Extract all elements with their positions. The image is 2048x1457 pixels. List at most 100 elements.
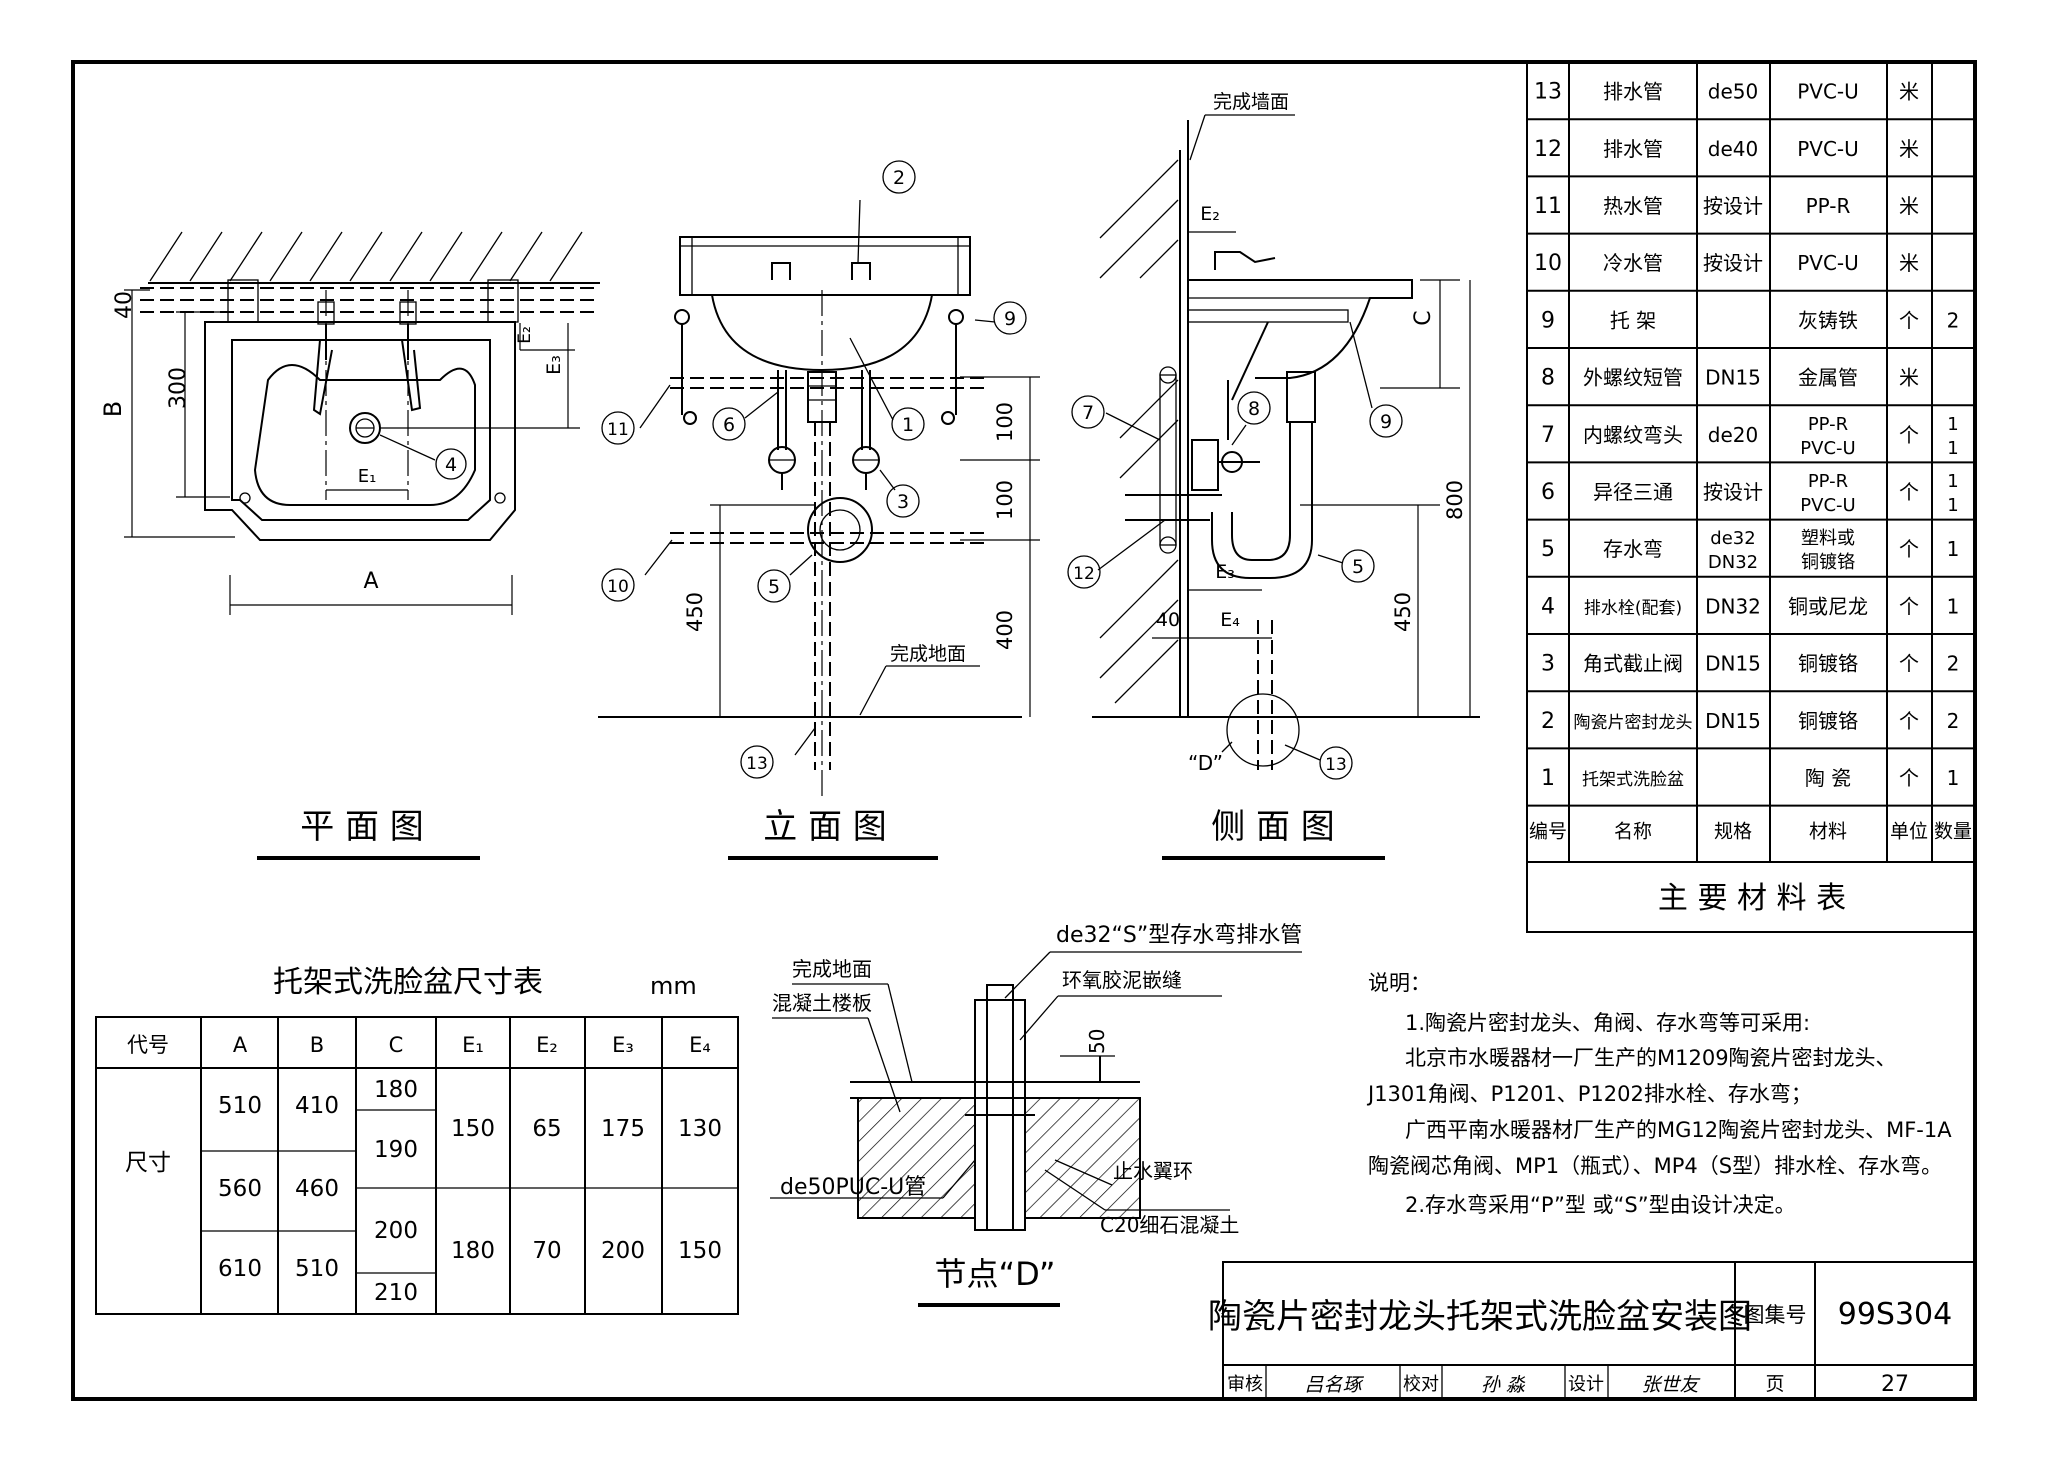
material-cell-no-8: 8 (1541, 366, 1555, 391)
size-header-2: B (310, 1033, 324, 1057)
material-cell-unit-12: 米 (1899, 137, 1919, 161)
size-header-1: A (233, 1033, 248, 1057)
material-cell-spec-12: de40 (1708, 137, 1758, 161)
material-cell-material-13: PVC-U (1797, 80, 1859, 104)
side-dim-800: 800 (1443, 480, 1467, 520)
material-cell-material-5-0: 塑料或 (1801, 528, 1855, 549)
material-cell-material-7-1: PVC-U (1800, 438, 1855, 459)
detail-pipe-label: de50PUC-U管 (780, 1175, 926, 1200)
size-C-2: 200 (374, 1218, 418, 1244)
material-cell-name-8: 外螺纹短管 (1583, 366, 1683, 390)
material-cell-material-2: 铜镀铬 (1798, 709, 1858, 733)
notes-line-2: 北京市水暖器材一厂生产的M1209陶瓷片密封龙头、 (1405, 1046, 1897, 1070)
callout-5-side: 5 (1352, 556, 1364, 578)
side-dim-E3: E₃ (1215, 561, 1235, 583)
size-A-1: 560 (218, 1176, 262, 1202)
material-cell-spec-8: DN15 (1705, 366, 1761, 390)
material-cell-name-11: 热水管 (1603, 194, 1663, 218)
review-label: 审核 (1227, 1374, 1263, 1395)
material-cell-unit-10: 米 (1899, 251, 1919, 275)
notes-heading: 说明： (1368, 971, 1431, 995)
detail-trap-pipe-label: de32“S”型存水弯排水管 (1056, 923, 1302, 948)
material-cell-spec-5-0: de32 (1710, 528, 1755, 549)
material-cell-no-1: 1 (1541, 766, 1555, 791)
detail-slab-label: 混凝土楼板 (772, 991, 872, 1015)
material-cell-material-1: 陶 瓷 (1805, 766, 1851, 790)
material-cell-no-3: 3 (1541, 652, 1555, 677)
material-cell-name-6: 异径三通 (1593, 480, 1673, 504)
elevation-dim-100b: 100 (993, 480, 1017, 520)
size-E3-1: 200 (601, 1238, 645, 1264)
elevation-callouts: 2 9 1 11 6 3 10 5 13 (601, 160, 1027, 779)
material-cell-no-4: 4 (1541, 594, 1555, 619)
notes-line-3: J1301角阀、P1201、P1202排水栓、存水弯； (1366, 1082, 1812, 1106)
material-header-1: 名称 (1614, 821, 1652, 843)
material-cell-qty-4: 1 (1947, 594, 1960, 618)
material-cell-spec-6: 按设计 (1703, 480, 1763, 504)
material-cell-unit-5: 个 (1899, 537, 1919, 561)
page-label: 页 (1765, 1373, 1784, 1395)
size-header-3: C (389, 1033, 404, 1057)
material-cell-unit-2: 个 (1899, 709, 1919, 733)
material-cell-name-3: 角式截止阀 (1583, 652, 1683, 676)
elevation-view: 完成地面 100 100 400 450 2 9 1 (598, 160, 1040, 860)
material-cell-unit-7: 个 (1899, 423, 1919, 447)
material-cell-unit-9: 个 (1899, 308, 1919, 332)
size-header-7: E₄ (689, 1033, 711, 1057)
design-signature: 张世友 (1641, 1374, 1700, 1396)
material-cell-qty-7-1: 1 (1947, 438, 1958, 459)
plan-dim-A: A (363, 569, 378, 594)
material-cell-name-9: 托 架 (1610, 308, 1656, 332)
callout-4: 4 (445, 454, 457, 476)
detail-epoxy-label: 环氧胶泥嵌缝 (1062, 968, 1182, 992)
side-dim-E4: E₄ (1220, 609, 1240, 631)
notes-line-6: 2.存水弯采用“P”型 或“S”型由设计决定。 (1405, 1193, 1796, 1217)
size-header-4: E₁ (462, 1033, 484, 1057)
material-cell-no-6: 6 (1541, 480, 1555, 505)
material-cell-spec-7: de20 (1708, 423, 1758, 447)
material-cell-material-12: PVC-U (1797, 137, 1859, 161)
design-label: 设计 (1568, 1374, 1604, 1395)
size-E2-0: 65 (532, 1116, 561, 1142)
size-table-unit: mm (650, 972, 697, 1000)
size-E1-1: 180 (451, 1238, 495, 1264)
material-header-3: 材料 (1809, 821, 1847, 843)
notes-line-1: 1.陶瓷片密封龙头、角阀、存水弯等可采用: (1405, 1011, 1810, 1035)
material-cell-name-13: 排水管 (1603, 80, 1663, 104)
material-cell-no-10: 10 (1534, 251, 1562, 276)
callout-5: 5 (768, 576, 780, 598)
material-cell-no-2: 2 (1541, 709, 1555, 734)
elevation-floor-label: 完成地面 (890, 643, 966, 665)
side-dim-C: C (1411, 310, 1436, 325)
material-cell-spec-5-1: DN32 (1708, 552, 1758, 573)
callout-3: 3 (897, 491, 909, 513)
material-cell-qty-9: 2 (1947, 308, 1960, 332)
material-cell-material-9: 灰铸铁 (1798, 308, 1858, 332)
material-cell-qty-6-1: 1 (1947, 495, 1958, 516)
title-block: 陶瓷片密封龙头托架式洗脸盆安装图 图集号 99S304 审核 吕名琢 校对 孙 … (1208, 1261, 1976, 1400)
size-table-title: 托架式洗脸盆尺寸表 (273, 965, 543, 1000)
detail-floor-label: 完成地面 (792, 957, 872, 981)
material-cell-material-6-0: PP-R (1808, 471, 1848, 492)
material-cell-spec-2: DN15 (1705, 709, 1761, 733)
side-detail-ref: “D” (1188, 751, 1223, 775)
material-cell-no-5: 5 (1541, 537, 1555, 562)
callout-13: 13 (746, 754, 768, 774)
material-cell-unit-8: 米 (1899, 366, 1919, 390)
callout-1: 1 (902, 414, 914, 436)
elevation-dim-450: 450 (683, 592, 707, 632)
callout-6: 6 (723, 414, 735, 436)
material-cell-name-2: 陶瓷片密封龙头 (1574, 713, 1693, 733)
material-cell-no-11: 11 (1534, 194, 1562, 219)
material-cell-spec-13: de50 (1708, 80, 1758, 104)
detail-d: 50 de32“S”型存水弯排水管 环氧胶泥嵌缝 完成地面 混凝土楼板 de50… (770, 923, 1302, 1307)
check-label: 校对 (1403, 1374, 1439, 1395)
review-signature: 吕名琢 (1304, 1374, 1364, 1396)
material-cell-no-12: 12 (1534, 137, 1562, 162)
material-header-5: 数量 (1934, 821, 1972, 843)
material-header-4: 单位 (1890, 821, 1928, 843)
material-cell-unit-11: 米 (1899, 194, 1919, 218)
material-cell-qty-6-0: 1 (1947, 471, 1958, 492)
material-cell-unit-6: 个 (1899, 480, 1919, 504)
